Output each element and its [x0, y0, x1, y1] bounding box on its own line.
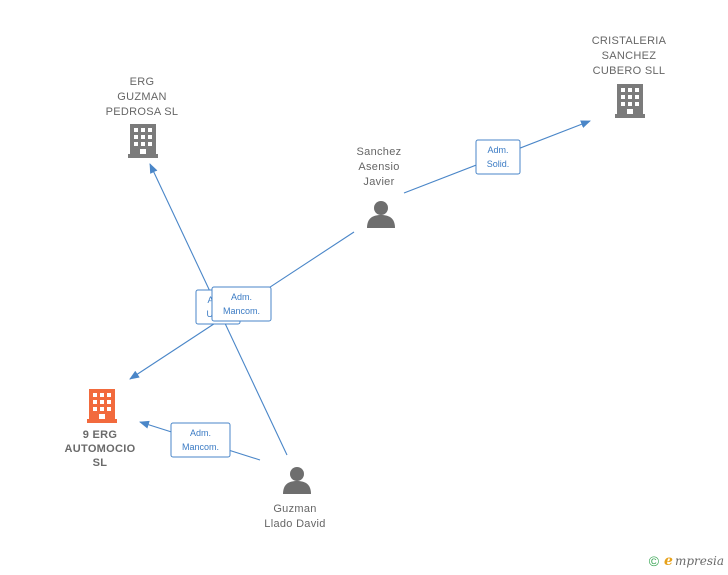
node-label-line: GUZMAN	[117, 91, 166, 103]
building-icon	[87, 389, 117, 423]
node-label-line: CRISTALERIA	[592, 35, 667, 47]
node-guzman-llado-david[interactable]: Guzman Llado David	[264, 467, 325, 530]
node-label-line: SANCHEZ	[602, 50, 657, 62]
node-label-line: PEDROSA SL	[106, 106, 179, 118]
node-label-line: ERG	[130, 76, 155, 88]
node-label-line: Asensio	[358, 161, 399, 173]
edge-label-line: Adm.	[190, 428, 211, 438]
empresia-watermark: © e mpresia	[649, 553, 724, 569]
edge-label-line: Mancom.	[182, 442, 219, 452]
node-erg-automocio[interactable]: 9 ERG AUTOMOCIO SL	[65, 389, 136, 469]
building-icon	[128, 124, 158, 158]
node-label-line: 9 ERG	[83, 429, 118, 441]
edge-label-line: Solid.	[487, 159, 510, 169]
node-label-line: CUBERO SLL	[593, 65, 666, 77]
building-icon	[615, 84, 645, 118]
copyright-icon: ©	[648, 553, 660, 569]
node-cristaleria-sanchez-cubero[interactable]: CRISTALERIA SANCHEZ CUBERO SLL	[592, 35, 667, 118]
node-label-line: AUTOMOCIO	[65, 443, 136, 455]
edge-label-line: Adm.	[487, 145, 508, 155]
edge-label-line: Mancom.	[223, 306, 260, 316]
edge-label-adm-mancom-guzman[interactable]: Adm. Mancom.	[170, 422, 231, 458]
person-icon	[367, 201, 395, 228]
brand-logo-initial: e	[664, 553, 673, 569]
node-label-line: Javier	[363, 176, 394, 188]
node-label-line: Llado David	[264, 518, 325, 530]
person-icon	[283, 467, 311, 494]
edge-label-line: Adm.	[231, 292, 252, 302]
node-label-line: Guzman	[273, 503, 316, 515]
node-erg-guzman-pedrosa[interactable]: ERG GUZMAN PEDROSA SL	[106, 76, 179, 158]
node-sanchez-asensio-javier[interactable]: Sanchez Asensio Javier	[357, 146, 402, 228]
brand-logo-text: mpresia	[674, 554, 724, 568]
edge-label-adm-mancom-sanchez[interactable]: Adm. Mancom.	[211, 286, 272, 322]
edge-label-adm-solid[interactable]: Adm. Solid.	[475, 139, 521, 175]
node-label-line: Sanchez	[357, 146, 402, 158]
node-label-line: SL	[93, 457, 108, 469]
